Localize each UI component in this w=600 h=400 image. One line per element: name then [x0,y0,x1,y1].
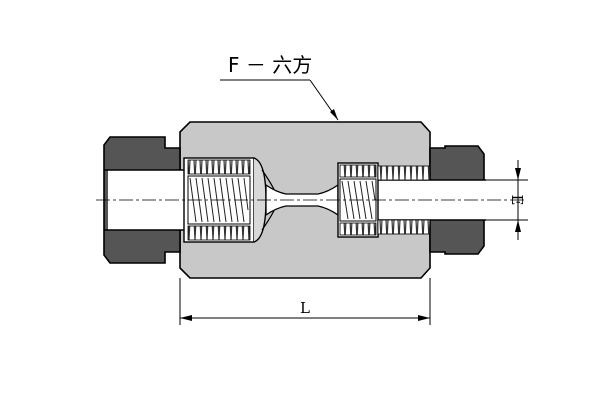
bore-label: E [508,195,526,206]
left-nut [103,136,188,264]
length-dimension [179,278,431,325]
hex-callout-leader [220,79,339,121]
length-label: L [300,299,310,317]
hex-callout-label: F － 六方 [228,53,312,77]
bore-dimension [486,160,528,240]
